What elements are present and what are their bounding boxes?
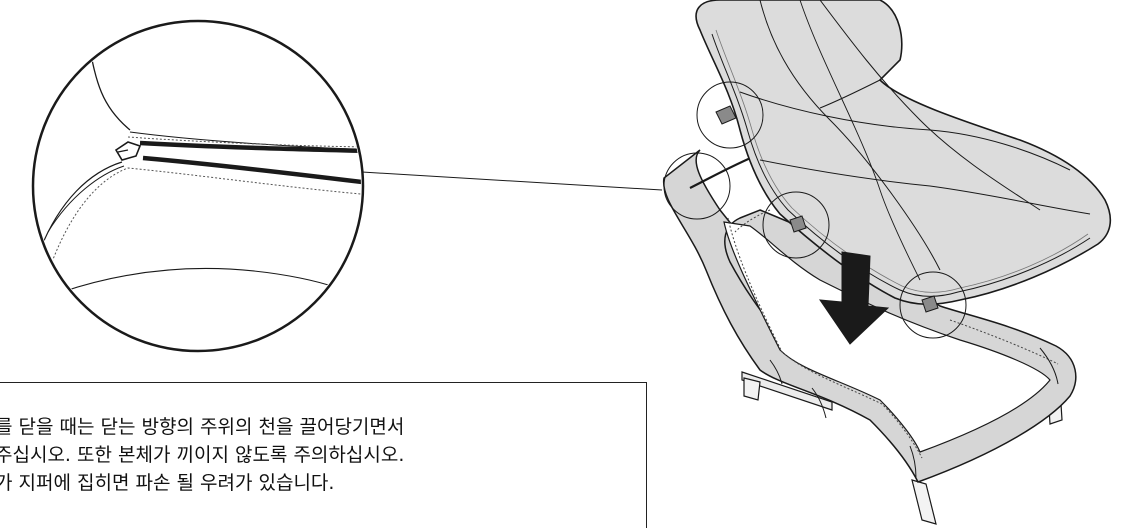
instruction-line-2: 주십시오. 또한 본체가 끼이지 않도록 주의하십시오. bbox=[0, 444, 405, 466]
instruction-line-1: 를 닫을 때는 닫는 방향의 주위의 천을 끌어당기면서 bbox=[0, 416, 405, 438]
instruction-text: 를 닫을 때는 닫는 방향의 주위의 천을 끌어당기면서 주십시오. 또한 본체… bbox=[0, 413, 655, 497]
down-arrow-icon bbox=[818, 251, 890, 345]
zipper-detail-magnifier bbox=[31, 19, 365, 353]
instruction-line-3: 가 지퍼에 집히면 파손 될 우려가 있습니다. bbox=[0, 472, 335, 494]
seat-cushion bbox=[695, 0, 1112, 313]
instruction-box: 를 닫을 때는 닫는 방향의 주위의 천을 끌어당기면서 주십시오. 또한 본체… bbox=[0, 382, 647, 528]
highlight-circles bbox=[663, 81, 967, 339]
leader-line bbox=[361, 171, 663, 191]
